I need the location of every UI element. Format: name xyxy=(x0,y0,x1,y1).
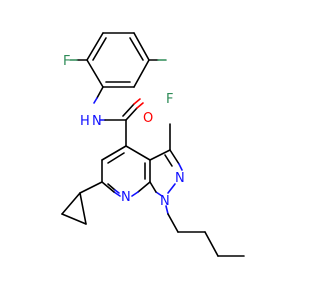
double-bond xyxy=(122,103,135,117)
bond xyxy=(155,191,163,197)
pyrazole-nitrogen-label: N xyxy=(175,171,185,186)
bond xyxy=(93,97,98,104)
double-bond xyxy=(107,152,125,164)
double-bond xyxy=(133,98,141,105)
amide-group xyxy=(99,98,144,147)
pyrazole-nitrogen-label: N xyxy=(160,194,170,209)
cyclopropyl-group xyxy=(61,181,103,225)
double-bond xyxy=(107,183,116,191)
double-bond xyxy=(92,37,107,61)
double-bond xyxy=(129,37,144,61)
double-bond xyxy=(114,189,120,194)
pyridine-nitrogen-label: N xyxy=(121,190,131,205)
bond xyxy=(125,107,138,121)
bond xyxy=(178,163,183,171)
bond xyxy=(133,32,150,61)
bond xyxy=(113,191,121,197)
butyl-chain xyxy=(165,205,245,257)
bond xyxy=(61,213,87,225)
bond xyxy=(133,59,150,88)
molecule-structure: F F N H O N N N xyxy=(61,32,245,257)
pyridine-ring xyxy=(101,145,151,197)
bond xyxy=(167,183,176,194)
bond xyxy=(79,181,103,194)
bond xyxy=(136,102,144,109)
bond xyxy=(101,181,115,193)
bond xyxy=(125,145,151,161)
bond xyxy=(169,149,180,165)
difluorophenyl-ring xyxy=(69,32,167,104)
pyrazole-ring xyxy=(149,123,183,197)
bond xyxy=(96,86,104,99)
amide-hydrogen-label: H xyxy=(80,114,90,129)
bond xyxy=(165,205,169,215)
bond xyxy=(101,145,127,161)
structure-svg: F F N H O N N N xyxy=(61,32,245,257)
fluorine-atom-label: F xyxy=(166,92,173,107)
bond xyxy=(61,192,81,215)
bond xyxy=(79,192,87,225)
fluorine-atom-label: F xyxy=(63,54,70,69)
carbonyl-oxygen-label: O xyxy=(143,111,153,126)
bond xyxy=(149,181,157,193)
bond xyxy=(149,149,171,161)
amide-nitrogen-label: N xyxy=(92,114,102,129)
double-bond xyxy=(164,154,173,167)
bond xyxy=(204,231,219,257)
bond xyxy=(131,191,139,197)
bond xyxy=(86,32,104,61)
bond xyxy=(137,181,151,193)
bond xyxy=(167,213,179,233)
bond xyxy=(86,59,104,88)
